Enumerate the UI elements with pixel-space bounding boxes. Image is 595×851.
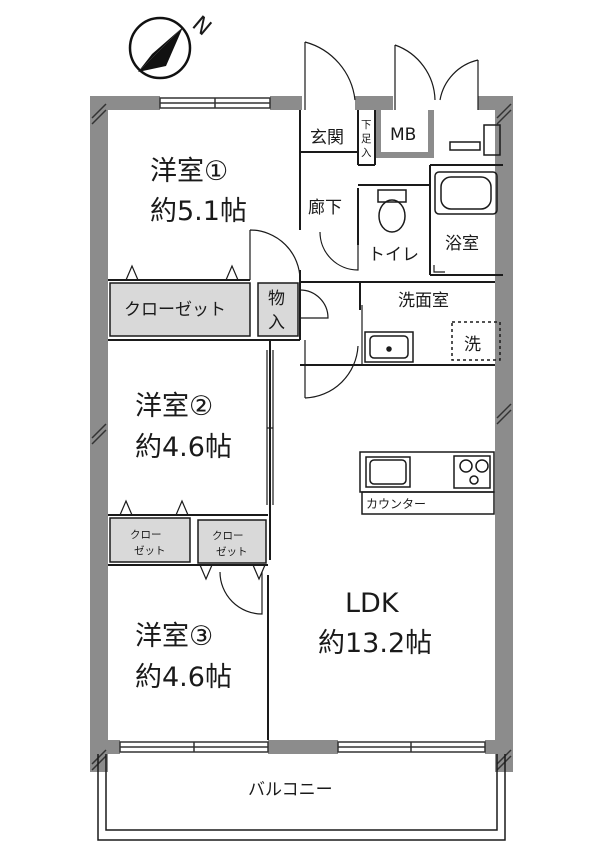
north-label: N — [187, 12, 216, 42]
ldk-name: LDK — [345, 588, 400, 619]
kitchen-sink-icon — [365, 456, 411, 488]
kitchen-counter — [359, 451, 495, 493]
shoe-box-label-3: 入 — [361, 147, 372, 159]
wash-basin-icon — [364, 331, 414, 363]
western1-size: 約5.1帖 — [150, 196, 247, 227]
storage-closet — [257, 282, 299, 337]
shoe-box-label-1: 下 — [361, 119, 372, 131]
counter-label: カウンター — [366, 497, 426, 511]
closet-small-a-label-1: クロー — [130, 529, 162, 541]
western1-name: 洋室① — [150, 156, 228, 187]
bathtub-icon — [434, 171, 498, 215]
closet-small-b — [197, 519, 267, 564]
western2-name: 洋室② — [135, 391, 213, 422]
pipe-shaft — [483, 124, 501, 156]
ldk-size: 約13.2帖 — [318, 628, 432, 659]
balcony — [97, 754, 506, 841]
interior-walls — [108, 110, 503, 740]
wall-hatches — [91, 103, 512, 771]
toilet-tank-icon — [377, 189, 407, 203]
storage-label-1: 物 — [268, 289, 285, 309]
western2-size: 約4.6帖 — [135, 432, 232, 463]
hallway-label: 廊下 — [308, 198, 342, 218]
closet-large — [109, 282, 251, 337]
western3-name: 洋室③ — [135, 621, 213, 652]
closet-small-b-label-2: ゼット — [216, 546, 248, 558]
shoe-box-label-2: 足 — [361, 133, 372, 145]
washer-space-icon — [451, 321, 501, 361]
fixtures — [359, 124, 501, 515]
closet-small-a — [109, 517, 191, 563]
closet-door-marks — [119, 264, 266, 581]
closets — [109, 282, 299, 564]
closet-large-label: クローゼット — [124, 300, 226, 320]
closet-small-a-label-2: ゼット — [134, 545, 166, 557]
washroom-label: 洗面室 — [398, 291, 449, 311]
sliding-doors — [266, 350, 274, 505]
balcony-label: バルコニー — [248, 780, 333, 800]
storage-label-2: 入 — [268, 313, 285, 333]
toilet-bowl-icon — [378, 199, 406, 233]
outer-walls — [90, 96, 513, 772]
entrance-label: 玄関 — [310, 128, 344, 148]
door-swings — [219, 41, 479, 615]
toilet-label: トイレ — [368, 245, 419, 265]
compass: N — [128, 12, 216, 80]
mb-label: MB — [390, 125, 416, 145]
bathroom-label: 浴室 — [445, 234, 479, 254]
stove-burner-icon — [459, 459, 473, 473]
labels: 洋室① 約5.1帖 洋室② 約4.6帖 洋室③ 約4.6帖 LDK 約13.2帖… — [124, 119, 481, 800]
windows — [119, 97, 486, 753]
washer-label: 洗 — [464, 335, 481, 355]
western3-size: 約4.6帖 — [135, 662, 232, 693]
closet-small-b-label-1: クロー — [212, 530, 244, 542]
